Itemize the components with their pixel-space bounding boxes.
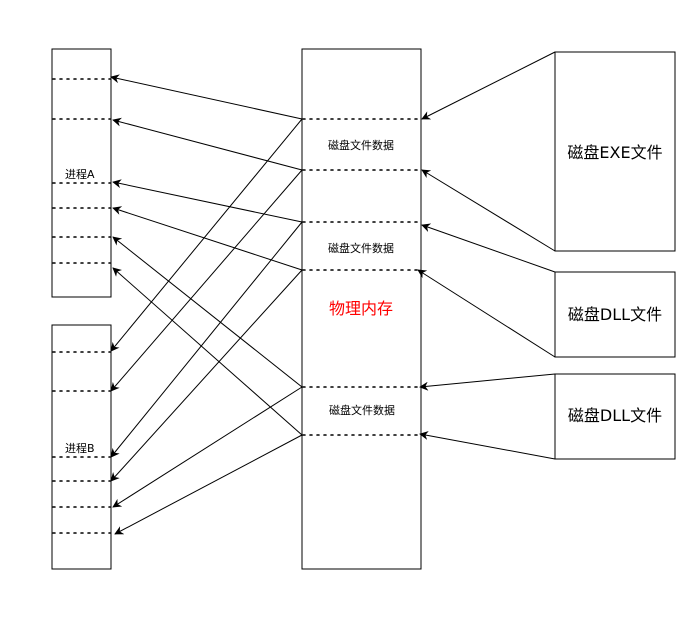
arrow-mem-to-a-4: [112, 206, 303, 271]
process-b-box: 进程B: [51, 324, 112, 570]
arrow-mem-to-b-6: [114, 434, 303, 535]
arrow-mem-to-b-5: [112, 386, 303, 508]
memory-segment-2-label: 磁盘文件数据: [328, 241, 394, 255]
process-b-label: 进程B: [65, 442, 95, 455]
process-a-label: 进程A: [65, 168, 95, 181]
memory-segment-1-label: 磁盘文件数据: [328, 138, 394, 152]
arrow-mem-to-b-2: [110, 169, 303, 392]
disk-to-memory-arrows: [417, 51, 556, 460]
disk-dll-2-label: 磁盘DLL文件: [568, 406, 662, 425]
disk-dll-file-1: 磁盘DLL文件: [554, 271, 676, 358]
arrow-mem-to-a-6: [112, 267, 303, 436]
arrow-mem-to-a-1: [110, 74, 303, 120]
process-a-box: 进程A: [51, 48, 112, 298]
arrow-exe-top: [421, 51, 556, 120]
physical-memory-label: 物理内存: [329, 299, 393, 318]
arrow-mem-to-a-2: [112, 117, 303, 171]
disk-dll-file-2: 磁盘DLL文件: [554, 373, 676, 460]
arrow-dll1-top: [421, 223, 556, 273]
physical-memory-box: 磁盘文件数据 磁盘文件数据 磁盘文件数据 物理内存: [301, 48, 422, 570]
arrow-mem-to-b-4: [110, 269, 303, 482]
memory-segment-3-label: 磁盘文件数据: [329, 403, 395, 417]
arrow-dll2-bottom: [419, 431, 556, 460]
arrow-mem-to-b-1: [110, 118, 303, 352]
arrow-exe-bottom: [421, 169, 556, 252]
memory-to-process-a-arrows: [110, 74, 303, 436]
disk-dll-1-label: 磁盘DLL文件: [568, 305, 662, 324]
arrow-mem-to-a-5: [112, 236, 303, 388]
disk-exe-label: 磁盘EXE文件: [567, 143, 662, 162]
arrow-dll2-top: [419, 373, 556, 391]
memory-to-process-b-arrows: [110, 118, 303, 535]
arrow-mem-to-b-3: [110, 221, 303, 458]
disk-exe-file: 磁盘EXE文件: [554, 51, 676, 252]
arrow-mem-to-a-3: [112, 179, 303, 223]
arrow-dll1-bottom: [417, 269, 556, 358]
